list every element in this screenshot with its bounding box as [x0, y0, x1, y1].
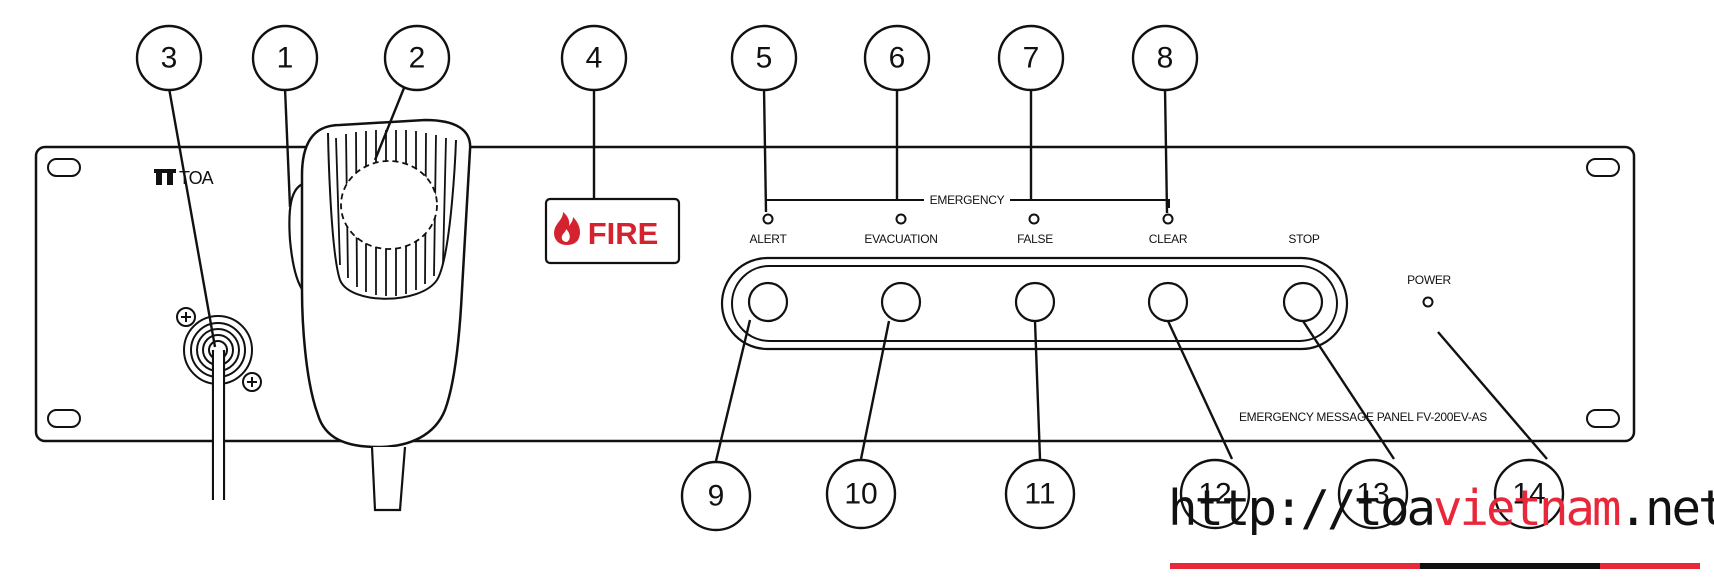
callout-5: 5	[730, 24, 798, 92]
mic-cable	[211, 350, 226, 500]
led-evacuation	[895, 213, 907, 225]
callout-3: 3	[135, 24, 203, 92]
flame-icon	[554, 212, 581, 245]
callout-1: 1	[251, 24, 319, 92]
callout-14: 14	[1493, 458, 1565, 530]
stop-button	[1282, 281, 1324, 323]
toa-logo: TOA	[154, 168, 215, 188]
mounting-hole	[47, 409, 81, 428]
svg-text:7: 7	[1023, 42, 1040, 75]
callout-8: 8	[1131, 24, 1199, 92]
led-false	[1028, 213, 1040, 225]
clear-button	[1147, 281, 1189, 323]
indicator-label-clear: CLEAR	[1149, 232, 1188, 246]
indicator-label-false: FALSE	[1017, 232, 1053, 246]
svg-text:11: 11	[1024, 478, 1055, 511]
fire-label: FIRE	[588, 216, 659, 251]
model-label: EMERGENCY MESSAGE PANEL FV-200EV-AS	[1239, 410, 1487, 424]
emergency-label: EMERGENCY	[930, 193, 1005, 207]
svg-text:5: 5	[756, 42, 773, 75]
svg-text:9: 9	[708, 480, 725, 513]
mounting-holes	[47, 158, 1620, 428]
svg-text:12: 12	[1198, 478, 1231, 511]
watermark-prefix: http://	[1168, 480, 1357, 537]
callout-2: 2	[383, 24, 451, 92]
led-alert	[762, 213, 774, 225]
mic-connector	[176, 307, 262, 392]
svg-text:13: 13	[1356, 478, 1389, 511]
fire-badge: FIRE	[544, 197, 681, 265]
stop-label: STOP	[1288, 232, 1320, 246]
microphone	[288, 118, 472, 512]
svg-text:14: 14	[1512, 478, 1545, 511]
screw-icon	[176, 307, 196, 327]
callout-6: 6	[863, 24, 931, 92]
svg-text:3: 3	[161, 42, 178, 75]
watermark-brand-b: vietnam	[1433, 480, 1622, 537]
watermark-suffix: .net	[1618, 480, 1714, 537]
led-indicators	[762, 213, 1434, 308]
svg-text:10: 10	[844, 478, 877, 511]
callout-9: 9	[680, 460, 752, 532]
panel-buttons	[747, 281, 1324, 323]
svg-text:2: 2	[409, 42, 426, 75]
led-power	[1422, 296, 1434, 308]
leader-lines	[167, 87, 1548, 462]
screw-icon	[242, 372, 262, 392]
watermark-url: http://toavietnam.net	[1168, 484, 1714, 533]
callout-10: 10	[825, 458, 897, 530]
evacuation-button	[880, 281, 922, 323]
callout-7: 7	[997, 24, 1065, 92]
brand-text: TOA	[179, 168, 214, 188]
mounting-hole	[1586, 158, 1620, 177]
mounting-hole	[47, 158, 81, 177]
watermark-underline	[1170, 563, 1700, 569]
callout-11: 11	[1004, 458, 1076, 530]
indicator-label-evacuation: EVACUATION	[864, 232, 937, 246]
svg-text:6: 6	[889, 42, 906, 75]
svg-text:1: 1	[277, 42, 294, 75]
mounting-hole	[1586, 409, 1620, 428]
alert-button	[747, 281, 789, 323]
svg-text:8: 8	[1157, 42, 1174, 75]
power-label: POWER	[1407, 273, 1451, 287]
led-clear	[1162, 213, 1174, 225]
callout-13: 13	[1337, 458, 1409, 530]
false-button	[1014, 281, 1056, 323]
watermark-brand-a: toa	[1353, 480, 1436, 537]
callout-12: 12	[1179, 458, 1251, 530]
svg-text:4: 4	[586, 42, 603, 75]
indicator-label-alert: ALERT	[750, 232, 788, 246]
callout-4: 4	[560, 24, 628, 92]
